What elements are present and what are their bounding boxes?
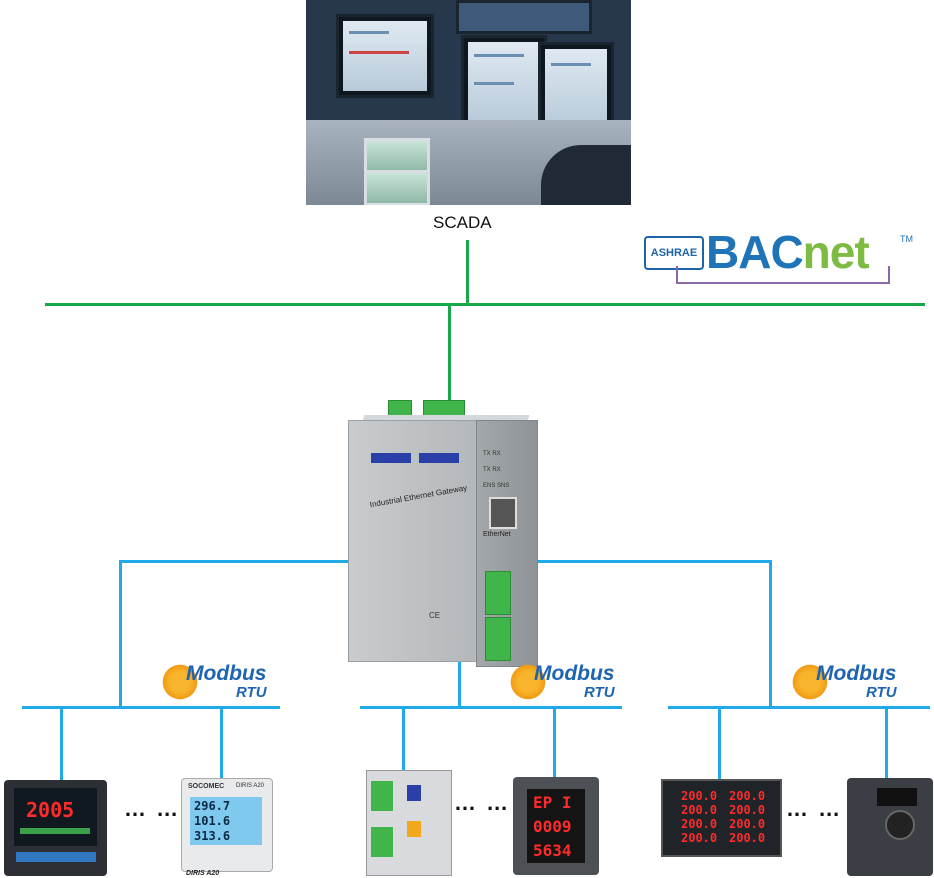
ce-mark: CE — [429, 611, 441, 620]
ethernet-port-label: EtherNet — [483, 531, 511, 538]
scada-label: SCADA — [433, 213, 492, 232]
led-row: TX RX — [483, 451, 501, 457]
led-row: TX RX — [483, 467, 501, 473]
multi-channel-meter: 200.0 200.0 200.0 200.0 200.0 200.0 200.… — [661, 779, 782, 857]
power-label-tag — [371, 453, 411, 463]
device-drop-6 — [885, 706, 888, 780]
meter-reading: 200.0 — [681, 817, 718, 831]
device-drop-4 — [553, 706, 556, 779]
meter-reading: 200.0 — [681, 803, 718, 817]
bacnet-logo-underline — [676, 266, 890, 284]
left-feed-line — [119, 560, 351, 563]
left-feed-drop — [119, 560, 122, 708]
bacnet-logo: ASHRAE BACnet TM — [644, 226, 914, 288]
meter-brand: SOCOMEC — [188, 783, 225, 790]
scada-control-room-image — [306, 0, 631, 205]
bacnet-bus-line — [45, 303, 925, 306]
din-rail-io-module — [366, 770, 452, 876]
meter-reading: 200.0 — [681, 789, 718, 803]
ashrae-badge: ASHRAE — [644, 236, 704, 270]
more-devices-ellipsis: … … — [454, 790, 511, 815]
scada-drop-line — [466, 240, 469, 306]
power-meter-device: 2005 — [4, 780, 107, 876]
meter-reading: 313.6 — [194, 829, 231, 843]
meter-display-value: 2005 — [26, 798, 75, 822]
meter-reading: 101.6 — [194, 814, 231, 828]
meter-reading: 200.0 — [729, 817, 766, 831]
socomec-diris-meter: SOCOMEC DIRIS A20 296.7 101.6 313.6 — [181, 778, 273, 872]
meter-reading: 200.0 — [681, 831, 718, 845]
right-feed-drop — [769, 560, 772, 708]
more-devices-ellipsis: … … — [124, 796, 181, 821]
rs485-terminal-block — [485, 571, 511, 615]
ethernet-port — [489, 497, 517, 529]
bacnet-wordmark: BACnet — [706, 226, 870, 278]
meter-reading: 200.0 — [729, 803, 766, 817]
meter-reading: 200.0 — [729, 831, 766, 845]
power-label-tag — [419, 453, 459, 463]
gateway-bacnet-drop-line — [448, 305, 451, 403]
device-drop-5 — [718, 706, 721, 781]
meter-reading: 200.0 — [729, 789, 766, 803]
device-drop-1 — [60, 706, 63, 782]
meter-reading: 0009 — [533, 817, 572, 836]
led-row: ENS SNS — [483, 483, 510, 489]
gateway-name-label: Industrial Ethernet Gateway — [369, 483, 468, 510]
device-drop-3 — [402, 706, 405, 772]
panel-meter-device: EP I 0009 5634 — [513, 777, 599, 875]
meter-reading: EP I — [533, 793, 572, 812]
meter-reading: 5634 — [533, 841, 572, 860]
meter-model-label: DIRIS A20 — [186, 870, 220, 877]
center-feed-drop — [458, 650, 461, 708]
modbus-bus-left — [22, 706, 280, 709]
variable-frequency-drive — [847, 778, 933, 876]
rs485-terminal-block — [485, 617, 511, 661]
right-feed-line — [532, 560, 772, 563]
more-devices-ellipsis: … … — [786, 796, 843, 821]
modbus-bus-right — [668, 706, 930, 709]
trademark-mark: TM — [900, 234, 913, 244]
meter-model: DIRIS A20 — [236, 783, 265, 789]
device-drop-2 — [220, 706, 223, 780]
meter-reading: 296.7 — [194, 799, 231, 813]
modbus-bus-center — [360, 706, 622, 709]
industrial-ethernet-gateway: Industrial Ethernet Gateway CE TX RX TX … — [348, 400, 538, 667]
